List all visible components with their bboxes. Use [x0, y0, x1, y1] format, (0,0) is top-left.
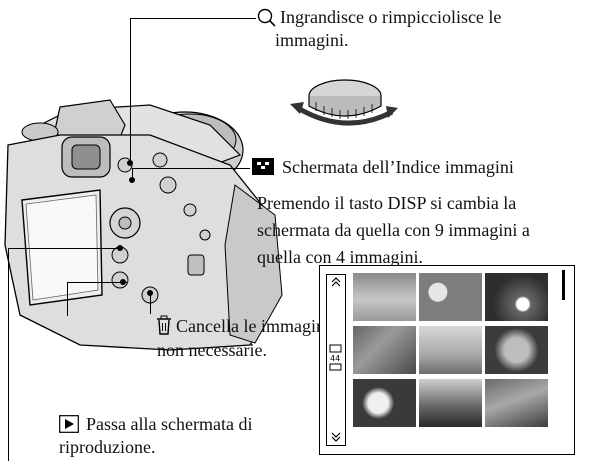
index-text-line3: quella con 4 immagini.	[257, 247, 423, 267]
index-title: Schermata dell’Indice immagini	[282, 157, 514, 177]
thumbnail	[419, 326, 482, 374]
index-grid-icon	[252, 158, 274, 175]
thumbnail	[353, 379, 416, 427]
delete-leader	[150, 292, 151, 314]
index-leader-vertical	[132, 168, 133, 180]
left-button-dot	[117, 245, 123, 251]
zoom-dial-illustration	[290, 79, 398, 126]
thumbnail	[485, 273, 548, 321]
chevron-down-icon	[331, 432, 341, 442]
index-leader-horizontal	[132, 168, 250, 169]
zoom-text-line1: Ingrandisce o rimpicciolisce le	[280, 7, 502, 27]
left-leader-vertical	[8, 248, 9, 461]
thumbnail	[353, 273, 416, 321]
index-screen-illustration: 44	[319, 265, 575, 455]
playback-leader-vertical	[67, 282, 68, 316]
index-button-dot	[129, 177, 135, 183]
playback-button-dot	[120, 279, 126, 285]
thumbnail	[353, 326, 416, 374]
svg-text:44: 44	[330, 354, 340, 363]
camera-illustration	[4, 99, 283, 351]
zoom-text-line2: immagini.	[275, 30, 349, 50]
zoom-leader-horizontal	[130, 18, 256, 19]
thumbnail	[419, 273, 482, 321]
delete-text-line1: Cancella le immagini	[176, 316, 330, 336]
thumbnail	[485, 326, 548, 374]
chevron-up-icon	[331, 277, 341, 287]
thumbnail	[485, 379, 548, 427]
left-leader-horizontal	[8, 248, 120, 249]
playback-text-line2: riproduzione.	[59, 437, 156, 457]
thumbnail	[419, 379, 482, 427]
magnifier-icon	[257, 8, 276, 27]
play-icon	[59, 415, 79, 433]
playback-leader-horizontal	[67, 282, 127, 283]
mode-icons: 44	[329, 344, 342, 371]
trash-icon	[157, 315, 171, 335]
index-text-line2: schermata da quella con 9 immagini a	[257, 220, 530, 240]
delete-button-dot	[147, 290, 153, 296]
delete-text-line2: non necessarie.	[157, 340, 267, 360]
scrollbar[interactable]	[562, 270, 565, 300]
zoom-button-dot	[127, 160, 133, 166]
left-control-column	[326, 274, 346, 446]
playback-text-line1: Passa alla schermata di	[86, 414, 253, 434]
zoom-leader-vertical	[130, 18, 131, 162]
index-text-line1: Premendo il tasto DISP si cambia la	[257, 193, 517, 213]
